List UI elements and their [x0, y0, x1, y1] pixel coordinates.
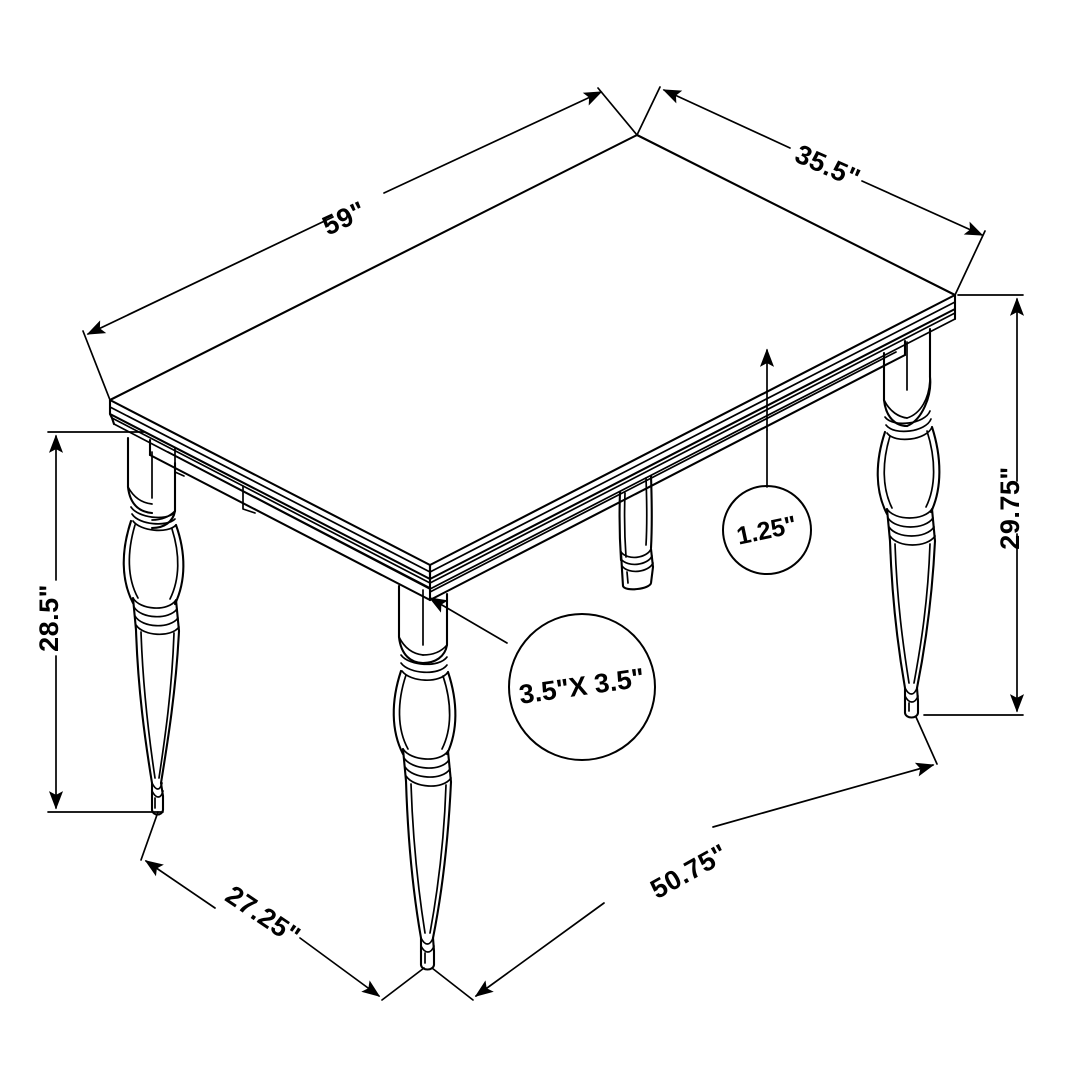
- dimension-label-50-75: 50.75": [645, 838, 732, 905]
- dimension-label-35-5: 35.5": [791, 139, 865, 194]
- dimension-base-length: 50.75": [431, 716, 938, 1001]
- dimension-label-28-5: 28.5": [34, 584, 64, 652]
- apron: [148, 339, 907, 602]
- dimension-label-29-75: 29.75": [995, 466, 1025, 549]
- dimension-height-right: 29.75": [923, 294, 1025, 716]
- callout-label-3-5-x-3-5: 3.5"X 3.5": [517, 663, 646, 710]
- dimension-height-left: 28.5": [34, 431, 164, 813]
- leg-rear-right: [876, 327, 941, 719]
- callout-circle-thickness: [722, 485, 812, 575]
- dimension-top-width: 35.5": [636, 86, 986, 296]
- dimension-top-length: 59": [82, 87, 638, 401]
- dimension-label-59: 59": [318, 195, 371, 241]
- dimension-base-width: 27.25": [140, 811, 425, 1001]
- table-assembly: [108, 133, 957, 971]
- leg-rear-center: [618, 474, 655, 591]
- dimension-label-27-25: 27.25": [220, 880, 306, 951]
- leg-front-left: [122, 436, 185, 816]
- table-top: [108, 133, 957, 591]
- callout-circle-leg-section: [508, 613, 656, 761]
- callout-leg-section: 3.5"X 3.5": [428, 597, 656, 761]
- callout-label-1-25: 1.25": [734, 511, 799, 551]
- leg-front-center: [392, 584, 457, 971]
